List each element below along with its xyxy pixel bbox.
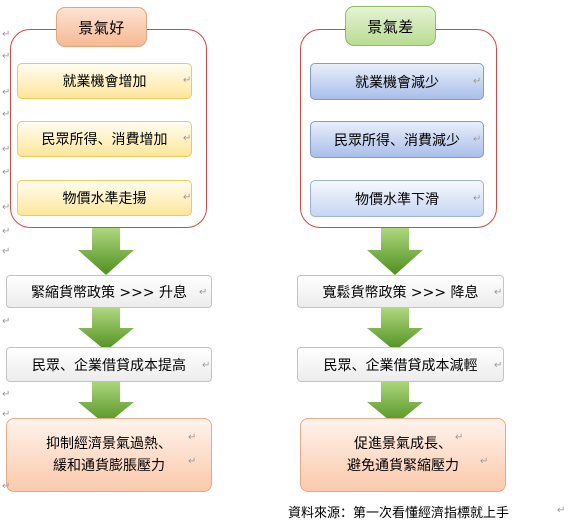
paragraph-mark: ↵	[2, 202, 11, 213]
paragraph-mark: ↵	[2, 409, 11, 420]
effect-box: 民眾所得、消費增加	[17, 121, 192, 157]
paragraph-mark: ↵	[473, 76, 482, 87]
paragraph-mark: ↵	[183, 133, 192, 144]
down-arrow	[367, 308, 423, 351]
paragraph-mark: ↵	[2, 246, 11, 257]
cost-box: 民眾、企業借貸成本提高	[6, 347, 212, 382]
paragraph-mark: ↵	[2, 87, 11, 98]
header-bad: 景氣差	[345, 6, 436, 46]
paragraph-mark: ↵	[2, 389, 11, 400]
source-note: 資料來源：第一次看懂經濟指標就上手	[288, 506, 510, 521]
paragraph-mark: ↵	[494, 360, 503, 371]
outcome-line-1: 促進景氣成長、	[354, 436, 452, 452]
header-good: 景氣好	[56, 7, 147, 47]
paragraph-mark: ↵	[199, 287, 208, 298]
paragraph-mark: ↵	[480, 456, 489, 467]
paragraph-mark: ↵	[2, 109, 11, 120]
effect-box: 民眾所得、消費減少	[310, 121, 484, 158]
policy-box: 寬鬆貨幣政策 >>> 降息	[297, 275, 504, 308]
paragraph-mark: ↵	[455, 432, 464, 443]
outcome-line-2: 避免通貨緊縮壓力	[347, 458, 459, 474]
paragraph-mark: ↵	[473, 193, 482, 204]
paragraph-mark: ↵	[2, 29, 11, 40]
effect-box: 就業機會增加	[17, 63, 192, 99]
down-arrow	[78, 381, 134, 425]
paragraph-mark: ↵	[188, 432, 197, 443]
paragraph-mark: ↵	[473, 134, 482, 145]
paragraph-mark: ↵	[2, 316, 11, 327]
outcome-box: 抑制經濟景氣過熱、 緩和通貨膨脹壓力	[6, 418, 212, 492]
paragraph-mark: ↵	[2, 226, 11, 237]
paragraph-mark: ↵	[183, 192, 192, 203]
outcome-box: 促進景氣成長、 避免通貨緊縮壓力	[300, 418, 506, 492]
paragraph-mark: ↵	[2, 144, 11, 155]
paragraph-mark: ↵	[2, 51, 11, 62]
paragraph-mark: ↵	[2, 481, 11, 492]
paragraph-mark: ↵	[183, 75, 192, 86]
effect-box: 物價水準下滑	[310, 180, 484, 217]
paragraph-mark: ↵	[2, 167, 11, 178]
policy-box: 緊縮貨幣政策 >>> 升息	[6, 275, 212, 308]
cost-box: 民眾、企業借貸成本減輕	[297, 347, 504, 382]
paragraph-mark: ↵	[202, 360, 211, 371]
outcome-line-1: 抑制經濟景氣過熱、	[46, 436, 172, 452]
down-arrow	[78, 308, 134, 351]
paragraph-mark: ↵	[557, 505, 566, 516]
outcome-line-2: 緩和通貨膨脹壓力	[53, 458, 165, 474]
effect-box: 就業機會減少	[310, 63, 484, 100]
paragraph-mark: ↵	[188, 456, 197, 467]
down-arrow	[367, 228, 423, 275]
down-arrow	[78, 228, 134, 275]
paragraph-mark: ↵	[494, 287, 503, 298]
effect-box: 物價水準走揚	[17, 180, 192, 216]
down-arrow	[367, 381, 423, 425]
